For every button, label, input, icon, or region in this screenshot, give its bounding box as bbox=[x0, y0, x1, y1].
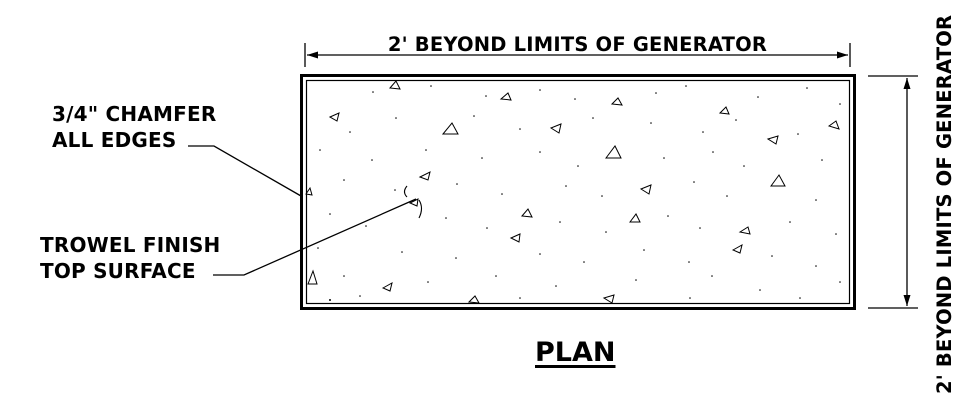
chamfer-leader bbox=[188, 145, 302, 197]
aggregate-dots bbox=[317, 85, 841, 301]
chamfer-note-line1: 3/4" CHAMFER bbox=[52, 102, 217, 126]
right-dimension bbox=[868, 75, 918, 309]
top-dimension bbox=[304, 43, 851, 67]
view-title: PLAN bbox=[535, 337, 616, 368]
trowel-note: TROWEL FINISH TOP SURFACE bbox=[40, 232, 221, 284]
trowel-note-line1: TROWEL FINISH bbox=[40, 233, 221, 257]
trowel-leader bbox=[213, 185, 423, 276]
trowel-note-line2: TOP SURFACE bbox=[40, 259, 196, 283]
aggregate-hatch bbox=[305, 80, 840, 304]
concrete-pad bbox=[300, 74, 856, 310]
right-dimension-label: 2' BEYOND LIMITS OF GENERATOR bbox=[933, 14, 956, 394]
top-dimension-label: 2' BEYOND LIMITS OF GENERATOR bbox=[387, 33, 768, 56]
chamfer-note: 3/4" CHAMFER ALL EDGES bbox=[52, 101, 216, 153]
chamfer-note-line2: ALL EDGES bbox=[52, 128, 177, 152]
